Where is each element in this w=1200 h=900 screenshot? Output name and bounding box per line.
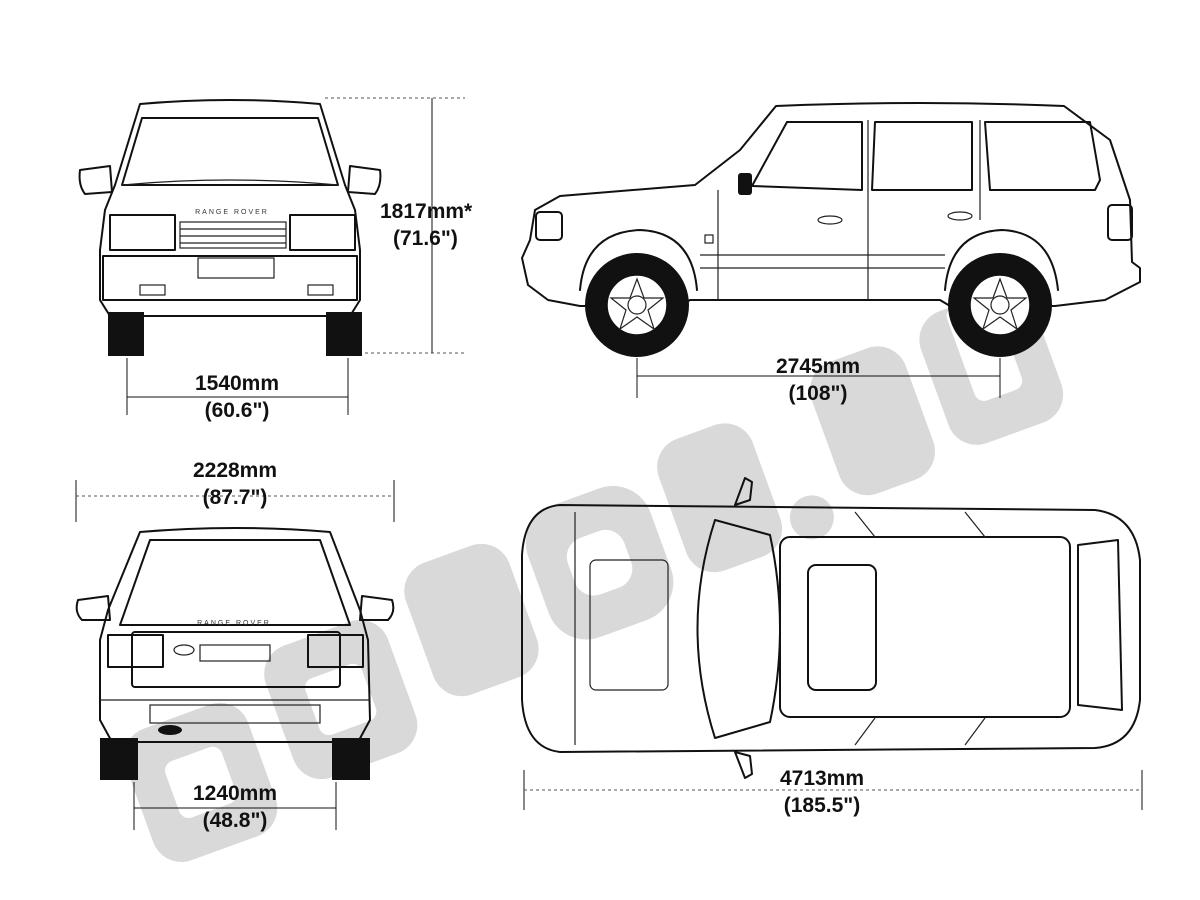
wheelbase-dimension: 2745mm (108"): [636, 355, 1001, 405]
overall-length-metric-label: 4713mm: [780, 767, 864, 790]
wheelbase-imperial-label: (108"): [789, 382, 848, 405]
front-track-imperial-label: (60.6"): [205, 399, 270, 422]
front-right-tyre: [326, 312, 362, 356]
rear-track-imperial-label: (48.8"): [203, 809, 268, 832]
overall-width-imperial-label: (87.7"): [203, 486, 268, 509]
rear-left-tyre: [100, 738, 138, 780]
overall-width-dimension: 2228mm (87.7"): [75, 459, 395, 522]
rear-track-metric-label: 1240mm: [193, 782, 277, 805]
wheelbase-metric-label: 2745mm: [776, 355, 860, 378]
front-badge: RANGE ROVER: [195, 209, 269, 216]
height-imperial-label: (71.6"): [393, 227, 458, 250]
front-view: RANGE ROVER: [78, 99, 382, 356]
top-view: [521, 477, 1141, 779]
rear-view: RANGE ROVER: [75, 527, 395, 780]
rear-track-dimension: 1240mm (48.8"): [133, 782, 337, 832]
height-metric-label: 1817mm*: [380, 200, 473, 223]
side-view: [521, 102, 1141, 357]
front-track-metric-label: 1540mm: [195, 372, 279, 395]
front-left-tyre: [108, 312, 144, 356]
overall-length-dimension: 4713mm (185.5"): [523, 767, 1143, 817]
rear-badge: RANGE ROVER: [197, 620, 271, 627]
overall-width-metric-label: 2228mm: [193, 459, 277, 482]
height-dimension: 1817mm* (71.6"): [325, 97, 473, 354]
sunroof: [807, 564, 877, 691]
side-mirror: [738, 173, 752, 195]
overall-length-imperial-label: (185.5"): [784, 794, 861, 817]
rear-right-tyre: [332, 738, 370, 780]
front-track-dimension: 1540mm (60.6"): [126, 358, 349, 422]
